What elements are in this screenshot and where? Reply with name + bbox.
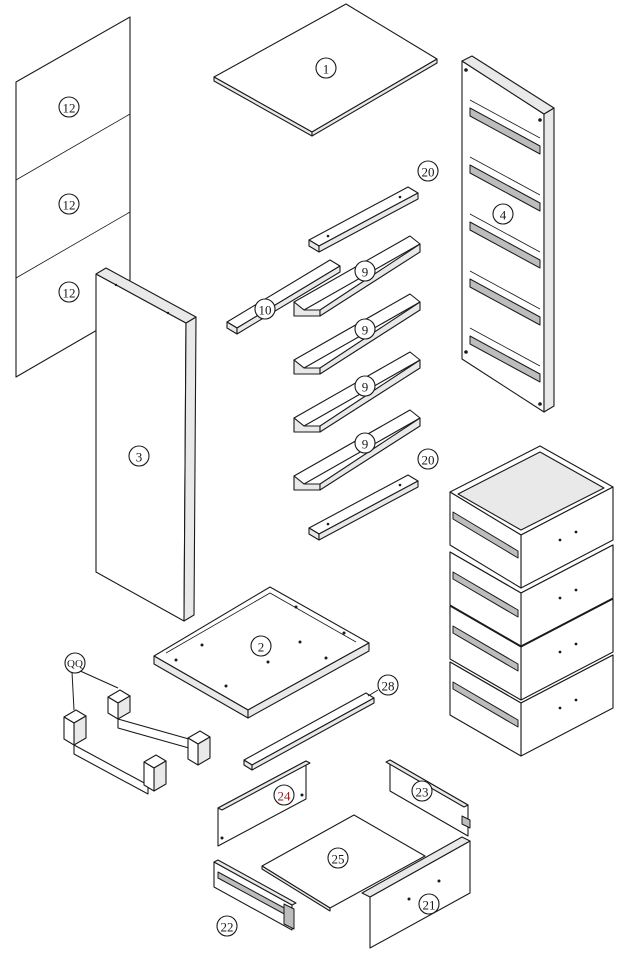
leader-lines [71, 669, 379, 711]
callout-9-4: 9 [354, 432, 376, 454]
svg-text:9: 9 [362, 265, 369, 280]
callout-12-middle: 12 [58, 193, 80, 215]
svg-text:3: 3 [136, 450, 143, 465]
callout-2: 2 [250, 635, 272, 657]
svg-text:2: 2 [258, 640, 265, 655]
kick-strip [243, 692, 375, 771]
runner-rail [469, 99, 541, 383]
callout-21: 21 [418, 893, 440, 915]
rail-lower [308, 474, 419, 541]
callout-24: 24 [273, 784, 295, 806]
svg-text:24: 24 [278, 789, 292, 804]
svg-text:22: 22 [221, 920, 234, 935]
callout-20-upper: 20 [417, 160, 439, 182]
svg-text:12: 12 [63, 198, 76, 213]
svg-text:9: 9 [362, 380, 369, 395]
callout-12-bottom: 12 [58, 281, 80, 303]
drawer-side-24 [217, 760, 311, 847]
drawer-2 [449, 544, 614, 647]
rail-upper [308, 186, 419, 253]
drawer-stack [449, 445, 614, 757]
callout-4: 4 [492, 203, 514, 225]
left-side-panel [95, 267, 197, 622]
callout-12-top: 12 [58, 96, 80, 118]
svg-text:20: 20 [422, 165, 435, 180]
callout-22: 22 [216, 915, 238, 937]
svg-text:20: 20 [422, 453, 435, 468]
svg-text:28: 28 [382, 679, 395, 694]
callout-20-lower: 20 [417, 448, 439, 470]
callout-23: 23 [411, 780, 433, 802]
svg-text:9: 9 [362, 323, 369, 338]
right-side-panel-with-runners [461, 55, 555, 413]
callout-3: 3 [128, 445, 150, 467]
leg-front [63, 709, 167, 795]
legs [63, 689, 211, 795]
callout-28: 28 [377, 674, 399, 696]
drawer-back-22 [213, 859, 297, 931]
svg-text:12: 12 [63, 101, 76, 116]
callout-10: 10 [254, 298, 276, 320]
svg-text:4: 4 [500, 208, 507, 223]
drawer-1 [449, 445, 614, 589]
shelf-4 [293, 409, 421, 491]
svg-text:25: 25 [332, 852, 345, 867]
drawer-4 [449, 654, 614, 757]
callouts: 1 12 12 12 20 4 9 10 [58, 57, 514, 937]
callout-9-1: 9 [354, 260, 376, 282]
svg-text:21: 21 [423, 898, 436, 913]
svg-text:23: 23 [416, 785, 429, 800]
callout-1: 1 [315, 57, 337, 79]
callout-9-3: 9 [354, 375, 376, 397]
drawer-front-21 [361, 836, 471, 949]
svg-text:12: 12 [63, 286, 76, 301]
callout-qq: QQ [64, 652, 86, 674]
svg-text:10: 10 [259, 303, 272, 318]
svg-text:1: 1 [323, 62, 330, 77]
leg-rear [107, 689, 211, 766]
drawer-3 [449, 598, 614, 701]
svg-text:QQ: QQ [67, 658, 83, 670]
svg-text:9: 9 [362, 437, 369, 452]
callout-9-2: 9 [354, 318, 376, 340]
callout-25: 25 [327, 847, 349, 869]
